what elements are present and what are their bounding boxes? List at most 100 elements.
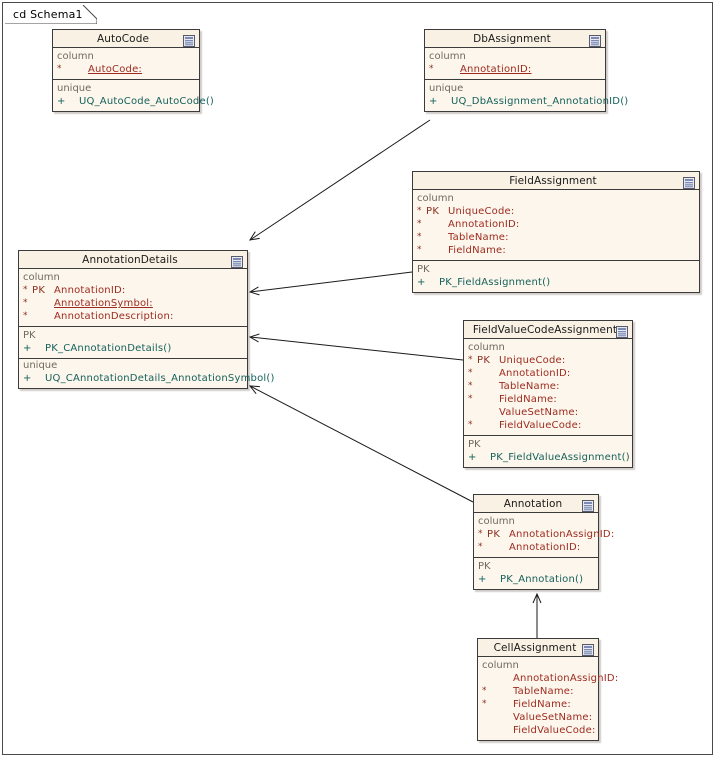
attribute-row[interactable]: AnnotationAssignID: xyxy=(478,672,618,685)
visibility-marker: + xyxy=(468,452,477,463)
required-marker: * xyxy=(57,64,62,74)
class-name-annotation: Annotation xyxy=(503,497,563,510)
required-marker: * xyxy=(23,311,28,321)
attribute-row[interactable]: *AnnotationDescription: xyxy=(19,310,247,323)
section-label: column xyxy=(478,516,515,527)
section-label: PK xyxy=(468,439,481,450)
attribute-indent xyxy=(491,685,513,698)
class-section-annotationdetails-PK: PK+PK_CAnnotationDetails() xyxy=(19,327,247,359)
pk-marker: PK xyxy=(426,206,440,217)
required-marker: * xyxy=(478,529,483,539)
section-label: column xyxy=(23,272,60,283)
section-label: column xyxy=(429,51,466,62)
required-marker xyxy=(482,724,491,737)
method-row[interactable]: +PK_FieldAssignment() xyxy=(413,276,699,289)
attribute-indent xyxy=(477,419,499,432)
required-marker: * xyxy=(478,542,483,552)
pk-marker: PK xyxy=(32,285,46,296)
method-row[interactable]: +PK_CAnnotationDetails() xyxy=(19,342,247,355)
attribute-name: AnnotationID: xyxy=(509,542,581,553)
section-label: column xyxy=(417,193,454,204)
section-label: column xyxy=(57,51,94,62)
attribute-indent xyxy=(477,393,499,406)
attribute-row[interactable]: ValueSetName: xyxy=(464,406,632,419)
method-name: PK_CAnnotationDetails() xyxy=(45,343,172,354)
class-box-autocode[interactable]: AutoCode column*AutoCode: unique+UQ_AutoCo… xyxy=(52,29,214,112)
attribute-indent xyxy=(477,406,499,419)
attribute-name: AnnotationSymbol: xyxy=(54,298,153,309)
class-name-dbassignment: DbAssignment xyxy=(473,32,551,45)
method-name: PK_FieldValueAssignment() xyxy=(490,452,630,463)
attribute-row[interactable]: *TableName: xyxy=(413,231,699,244)
method-row[interactable]: +UQ_CAnnotationDetails_AnnotationSymbol(… xyxy=(19,372,274,385)
method-row[interactable]: +UQ_DbAssignment_AnnotationID() xyxy=(425,95,628,108)
attribute-row[interactable]: *AnnotationSymbol: xyxy=(19,297,247,310)
attribute-name: AnnotationID: xyxy=(499,368,571,379)
attribute-row[interactable]: ValueSetName: xyxy=(478,711,598,724)
attribute-name: FieldValueCode: xyxy=(513,725,596,736)
required-marker: * xyxy=(468,420,473,430)
attribute-row[interactable]: * TableName: xyxy=(464,380,632,393)
attribute-name: TableName: xyxy=(499,381,560,392)
section-label: unique xyxy=(429,83,464,94)
attribute-name: TableName: xyxy=(513,686,574,697)
attribute-name: ValueSetName: xyxy=(499,407,579,418)
attribute-row[interactable]: FieldValueCode: xyxy=(478,724,598,737)
attribute-row[interactable]: * AnnotationID: xyxy=(474,541,598,554)
frame-tab: cd Schema1 xyxy=(5,5,97,24)
attribute-row[interactable]: * PK AnnotationAssignID: xyxy=(474,528,614,541)
attribute-indent xyxy=(491,698,513,711)
method-row[interactable]: + PK_FieldValueAssignment() xyxy=(464,451,632,464)
attribute-row[interactable]: * FieldName: xyxy=(464,393,632,406)
attribute-row[interactable]: *FieldValueCode: xyxy=(464,419,632,432)
method-row[interactable]: +UQ_AutoCode_AutoCode() xyxy=(53,95,214,108)
method-row[interactable]: +PK_Annotation() xyxy=(474,573,598,586)
required-marker: * xyxy=(468,355,473,365)
class-name-annotationdetails: AnnotationDetails xyxy=(82,253,178,266)
class-header-annotation: Annotation xyxy=(474,495,598,513)
attribute-row[interactable]: *AnnotationID: xyxy=(413,218,699,231)
attribute-row[interactable]: *TableName: xyxy=(478,685,598,698)
class-box-dbassignment[interactable]: DbAssignment column*AnnotationID: unique+U… xyxy=(424,29,628,112)
attribute-row[interactable]: *FieldName: xyxy=(478,698,598,711)
attribute-name: AnnotationID: xyxy=(448,219,520,230)
class-section-autocode-unique: unique+UQ_AutoCode_AutoCode() xyxy=(53,80,214,111)
class-header-autocode: AutoCode xyxy=(53,30,199,48)
method-name: PK_FieldAssignment() xyxy=(439,277,551,288)
required-marker: * xyxy=(429,64,434,74)
required-marker: * xyxy=(417,245,422,255)
attribute-row[interactable]: *AnnotationID: xyxy=(464,367,632,380)
section-label: PK xyxy=(23,330,36,341)
class-section-annotation-column: column * PK AnnotationAssignID: * AnnotationI… xyxy=(474,513,614,558)
attribute-name: AnnotationAssignID: xyxy=(509,529,615,540)
attribute-row[interactable]: *AnnotationID: xyxy=(425,63,605,76)
pk-marker: PK xyxy=(487,529,501,540)
attribute-indent xyxy=(66,63,88,76)
class-box-annotation[interactable]: Annotation column * PK AnnotationAssignID: * A… xyxy=(473,494,614,590)
attribute-name: FieldName: xyxy=(513,699,571,710)
attribute-row[interactable]: * FieldName: xyxy=(413,244,699,257)
attribute-indent xyxy=(487,541,509,554)
required-marker: * xyxy=(468,394,473,404)
table-icon xyxy=(616,323,628,338)
method-name: UQ_DbAssignment_AnnotationID() xyxy=(451,96,629,107)
class-name-fieldvaluecodeassignment: FieldValueCodeAssignment xyxy=(472,323,618,336)
attribute-name: FieldName: xyxy=(448,245,506,256)
attribute-indent xyxy=(491,724,513,737)
attribute-row[interactable]: *AutoCode: xyxy=(53,63,199,76)
visibility-marker: + xyxy=(23,373,32,384)
attribute-name: FieldName: xyxy=(499,394,557,405)
class-name-fieldassignment: FieldAssignment xyxy=(509,174,597,187)
required-marker: * xyxy=(468,381,473,391)
